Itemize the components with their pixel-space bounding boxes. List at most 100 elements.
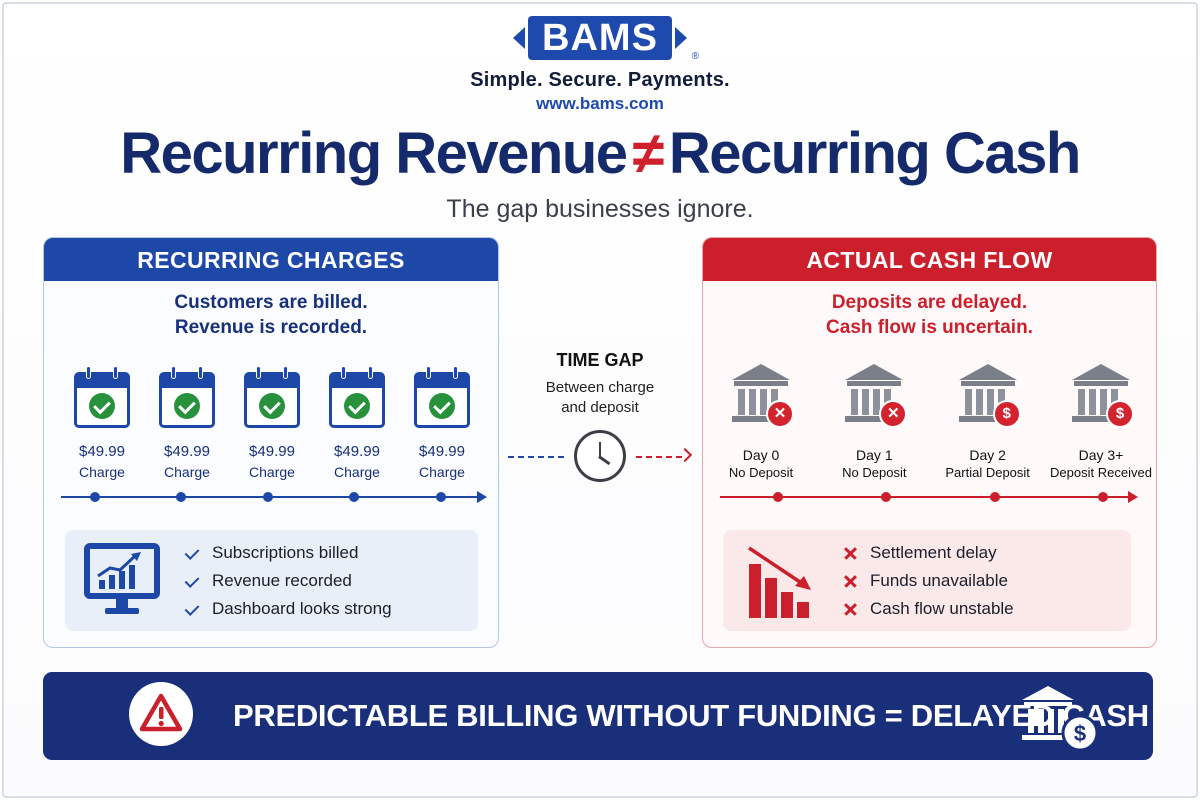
list-item-text: Settlement delay: [870, 542, 997, 562]
timeline-dot: [881, 492, 891, 502]
calendar-check-icon: [159, 366, 215, 428]
bams-logo[interactable]: BAMS ®: [513, 16, 699, 62]
deposit-item: $ Day 3+ Deposit Received: [1047, 360, 1155, 482]
registered-mark: ®: [691, 51, 699, 62]
bank-icon: $: [953, 360, 1023, 432]
description-line: Deposits are delayed.: [831, 292, 1028, 313]
deposit-item: $ Day 2 Partial Deposit: [934, 360, 1042, 482]
list-item: Subscriptions billed: [177, 539, 392, 567]
checkmark-icon: [183, 595, 201, 623]
deposit-day: Day 1: [856, 447, 893, 463]
x-mark-icon: [841, 539, 859, 567]
charge-label: Charge: [79, 464, 125, 480]
dollar-badge-icon: $: [992, 400, 1021, 428]
panel-title: RECURRING CHARGES: [44, 238, 498, 281]
charge-amount: $49.99: [249, 443, 295, 460]
deposit-day: Day 2: [969, 447, 1006, 463]
description-line: Revenue is recorded.: [174, 317, 368, 338]
charges-row: $49.99 Charge $49.99 Charge $49.99 Charg…: [64, 366, 480, 481]
timeline-arrow-icon: [1128, 491, 1138, 503]
timeline-dot: [90, 492, 100, 502]
charges-timeline: [61, 491, 487, 503]
list-item: Funds unavailable: [835, 567, 1014, 595]
list-item: Settlement delay: [835, 539, 1014, 567]
charge-item: $49.99 Charge: [404, 366, 480, 481]
page-subtitle: The gap businesses ignore.: [446, 195, 754, 223]
charge-label: Charge: [164, 464, 210, 480]
charge-label: Charge: [419, 464, 465, 480]
calendar-check-icon: [74, 366, 130, 428]
checkmark-icon: [183, 567, 201, 595]
monitor-chart-icon: [65, 538, 177, 624]
charges-summary-box: Subscriptions billed Revenue recorded Da…: [65, 530, 478, 631]
timeline-dot: [176, 492, 186, 502]
bottom-banner: PREDICTABLE BILLING WITHOUT FUNDING = DE…: [43, 672, 1153, 760]
description-line: and deposit: [561, 399, 639, 416]
calendar-check-icon: [244, 366, 300, 428]
panel-description: Deposits are delayed. Cash flow is uncer…: [703, 290, 1156, 340]
logo-right-arrow-icon: [674, 27, 687, 49]
page-title: Recurring Revenue≠Recurring Cash: [0, 120, 1200, 187]
banner-message: PREDICTABLE BILLING WITHOUT FUNDING = DE…: [233, 698, 1149, 733]
logo-left-arrow-icon: [513, 27, 526, 49]
calendar-check-icon: [329, 366, 385, 428]
charge-item: $49.99 Charge: [234, 366, 310, 481]
gap-dashed-line-left: [508, 456, 564, 458]
timeline-dot: [773, 492, 783, 502]
time-gap-description: Between charge and deposit: [520, 378, 680, 418]
list-item-text: Dashboard looks strong: [212, 598, 392, 618]
panel-description: Customers are billed. Revenue is recorde…: [44, 290, 498, 340]
warning-icon: [129, 682, 193, 746]
actual-cash-flow-panel: ACTUAL CASH FLOW Deposits are delayed. C…: [702, 237, 1157, 648]
deposit-item: ✕ Day 1 No Deposit: [820, 360, 928, 482]
recurring-charges-panel: RECURRING CHARGES Customers are billed. …: [43, 237, 499, 648]
bank-dollar-icon: $: [1018, 682, 1108, 754]
not-equal-symbol: ≠: [632, 121, 665, 186]
list-item-text: Revenue recorded: [212, 570, 352, 590]
bank-icon: ✕: [726, 360, 796, 432]
panel-title: ACTUAL CASH FLOW: [703, 238, 1156, 281]
x-mark-icon: [841, 567, 859, 595]
charge-amount: $49.99: [164, 443, 210, 460]
bank-icon: ✕: [839, 360, 909, 432]
deposits-row: ✕ Day 0 No Deposit ✕ Day 1 No Deposit: [707, 360, 1155, 482]
charges-summary-list: Subscriptions billed Revenue recorded Da…: [177, 539, 392, 623]
title-right: Recurring Cash: [668, 121, 1081, 186]
deposits-timeline: [720, 491, 1138, 503]
deposit-status: Partial Deposit: [945, 465, 1030, 480]
charge-amount: $49.99: [79, 443, 125, 460]
logo-text: BAMS: [528, 16, 672, 60]
charge-item: $49.99 Charge: [64, 366, 140, 481]
list-item: Cash flow unstable: [835, 595, 1014, 623]
charge-label: Charge: [249, 464, 295, 480]
bank-icon: $: [1066, 360, 1136, 432]
timeline-dot: [349, 492, 359, 502]
gap-dashed-line-right: [636, 456, 682, 458]
cash-flow-summary-list: Settlement delay Funds unavailable Cash …: [835, 539, 1014, 623]
x-mark-icon: [841, 595, 859, 623]
deposit-status: Deposit Received: [1050, 465, 1152, 480]
description-line: Cash flow is uncertain.: [826, 317, 1033, 338]
brand-logo-area: BAMS ®: [0, 16, 1200, 62]
list-item: Dashboard looks strong: [177, 595, 392, 623]
charge-amount: $49.99: [334, 443, 380, 460]
timeline-arrow-icon: [477, 491, 487, 503]
calendar-check-icon: [414, 366, 470, 428]
brand-url-link[interactable]: www.bams.com: [536, 94, 664, 113]
declining-bar-chart-icon: [723, 538, 835, 624]
list-item-text: Cash flow unstable: [870, 598, 1014, 618]
svg-text:$: $: [1074, 721, 1086, 746]
clock-icon: [574, 430, 626, 482]
no-deposit-badge-icon: ✕: [879, 400, 908, 428]
timeline-dot: [263, 492, 273, 502]
time-gap-title: TIME GAP: [556, 350, 644, 370]
charge-item: $49.99 Charge: [319, 366, 395, 481]
list-item-text: Subscriptions billed: [212, 542, 359, 562]
charge-label: Charge: [334, 464, 380, 480]
charge-amount: $49.99: [419, 443, 465, 460]
dollar-badge-icon: $: [1105, 400, 1134, 428]
deposit-item: ✕ Day 0 No Deposit: [707, 360, 815, 482]
deposit-day: Day 0: [742, 447, 780, 463]
deposit-status: No Deposit: [728, 465, 794, 480]
list-item-text: Funds unavailable: [870, 570, 1008, 590]
